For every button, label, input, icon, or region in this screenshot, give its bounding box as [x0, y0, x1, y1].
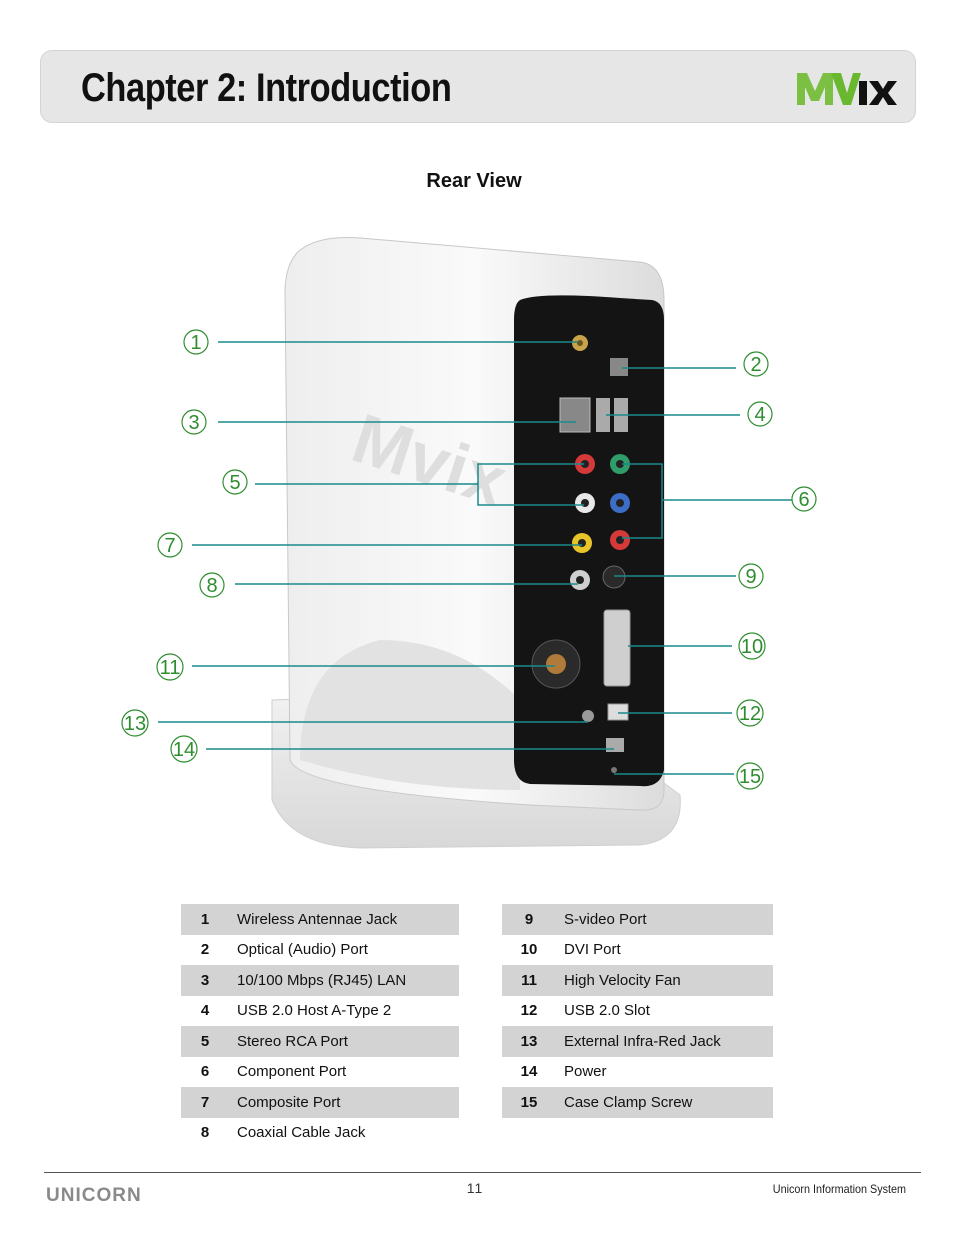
port-number: 5 [181, 1026, 229, 1057]
callout-4: 4 [747, 401, 773, 427]
unicorn-logo: UNICORN [46, 1185, 142, 1205]
callout-3: 3 [181, 409, 207, 435]
svg-text:14: 14 [173, 739, 195, 761]
port-number: 7 [181, 1087, 229, 1118]
port-label: Wireless Antennae Jack [229, 904, 459, 935]
port-label: USB 2.0 Slot [564, 1002, 650, 1020]
callout-markers: 1 2 3 4 5 6 7 8 9 10 11 12 13 14 15 [121, 329, 817, 790]
table-row: 4 USB 2.0 Host A-Type 2 [181, 996, 459, 1027]
page-number: 11 [466, 1180, 484, 1196]
port-label: S-video Port [556, 904, 773, 935]
port-label: High Velocity Fan [556, 965, 773, 996]
svg-text:2: 2 [750, 354, 761, 376]
callout-2: 2 [743, 351, 769, 377]
table-row: 2 Optical (Audio) Port [181, 935, 459, 966]
port-number: 13 [502, 1026, 556, 1057]
port-number: 14 [520, 1063, 538, 1081]
svg-text:5: 5 [229, 472, 240, 494]
table-row: 10 DVI Port [502, 935, 773, 966]
port-number: 11 [502, 965, 556, 996]
device-illustration: Mvix [271, 237, 681, 849]
chapter-title: Chapter 2: Introduction [81, 66, 452, 110]
port-number: 12 [520, 1002, 538, 1020]
port-label: External Infra-Red Jack [556, 1026, 773, 1057]
table-row: 8 Coaxial Cable Jack [181, 1118, 459, 1149]
callout-11: 11 [156, 653, 184, 681]
port-label: Optical (Audio) Port [237, 941, 368, 959]
port-label: Power [564, 1063, 607, 1081]
port-label: Coaxial Cable Jack [237, 1124, 366, 1142]
svg-text:10: 10 [741, 636, 763, 658]
svg-text:6: 6 [798, 489, 809, 511]
company-name: Unicorn Information System [772, 1182, 906, 1196]
section-title: Rear View [426, 170, 522, 192]
svg-text:1: 1 [190, 332, 201, 354]
footer-divider [44, 1172, 921, 1173]
svg-text:UNICORN: UNICORN [46, 1185, 142, 1205]
port-number: 9 [502, 904, 556, 935]
svg-text:3: 3 [188, 412, 199, 434]
mvix-logo [797, 73, 897, 105]
svg-text:7: 7 [164, 535, 175, 557]
callout-7: 7 [157, 532, 183, 558]
port-label: Stereo RCA Port [229, 1026, 459, 1057]
callout-1: 1 [183, 329, 209, 355]
port-number: 8 [200, 1124, 210, 1142]
svg-text:4: 4 [754, 404, 765, 426]
svg-text:13: 13 [124, 713, 146, 735]
callout-5: 5 [222, 469, 248, 495]
svg-text:15: 15 [739, 766, 761, 788]
table-row: 6 Component Port [181, 1057, 459, 1088]
port-number: 4 [200, 1002, 210, 1020]
port-label: DVI Port [564, 941, 621, 959]
port-label: Composite Port [229, 1087, 459, 1118]
port-number: 3 [181, 965, 229, 996]
leader-lines [158, 341, 792, 775]
svg-text:11: 11 [160, 657, 181, 679]
port-label: 10/100 Mbps (RJ45) LAN [229, 965, 459, 996]
port-number: 15 [502, 1087, 556, 1118]
callout-13: 13 [121, 709, 149, 737]
callout-14: 14 [170, 735, 198, 763]
svg-text:9: 9 [745, 566, 756, 588]
port-label: USB 2.0 Host A-Type 2 [237, 1002, 392, 1020]
callout-9: 9 [738, 563, 764, 589]
svg-text:12: 12 [739, 703, 761, 725]
port-number: 10 [520, 941, 538, 959]
port-number: 2 [200, 941, 210, 959]
callout-6: 6 [791, 486, 817, 512]
chapter-header: Chapter 2: Introduction [40, 50, 916, 123]
callout-8: 8 [199, 572, 225, 598]
port-number: 6 [200, 1063, 210, 1081]
table-row: 14 Power [502, 1057, 773, 1088]
rear-view-figure: Mvix [121, 237, 817, 849]
callout-10: 10 [738, 632, 766, 660]
callout-12: 12 [736, 699, 764, 727]
callout-15: 15 [736, 762, 764, 790]
port-label: Component Port [237, 1063, 347, 1081]
port-number: 1 [181, 904, 229, 935]
port-label: Case Clamp Screw [556, 1087, 773, 1118]
table-row: 12 USB 2.0 Slot [502, 996, 773, 1027]
svg-text:8: 8 [206, 575, 217, 597]
